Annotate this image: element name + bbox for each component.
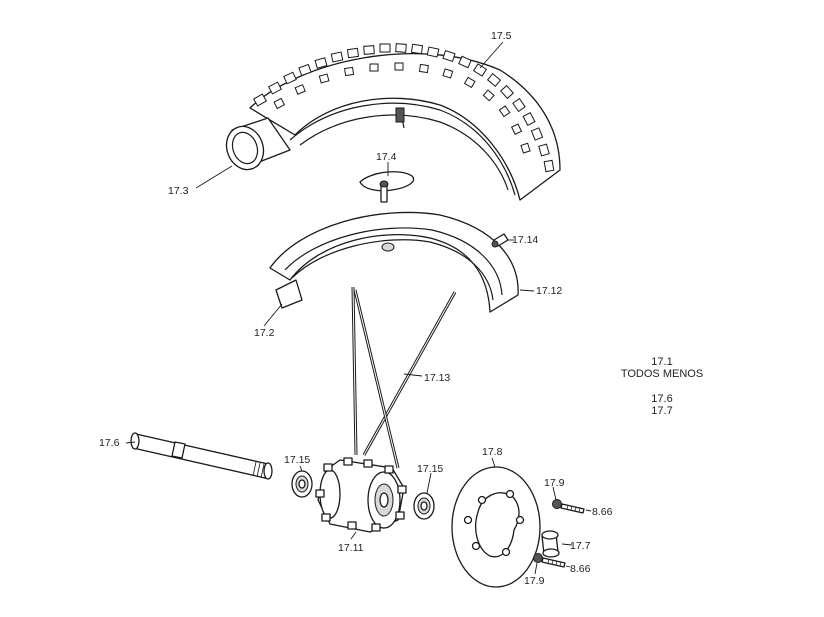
- note-line-3: 17.6: [651, 393, 672, 405]
- tire-17-5: [249, 43, 561, 201]
- label-17-11: 17.11: [338, 542, 364, 554]
- label-17-12: 17.12: [536, 285, 562, 297]
- label-17-15-right: 17.15: [417, 463, 443, 475]
- bearing-17-15-right: [413, 492, 435, 520]
- nipple-17-14: [491, 233, 509, 248]
- rim-tape-17-4: [359, 171, 415, 203]
- spokes-17-13: [351, 286, 457, 469]
- label-17-8: 17.8: [482, 446, 503, 458]
- label-17-9-bottom: 17.9: [524, 575, 545, 587]
- label-8-66-top: 8.66: [592, 506, 613, 518]
- label-17-9-top: 17.9: [544, 477, 565, 489]
- label-17-2: 17.2: [254, 327, 275, 339]
- brake-disc-17-8: [451, 466, 541, 588]
- spacer-17-7: [541, 530, 560, 558]
- bolt-17-9-bottom: [533, 553, 566, 568]
- bearing-17-15-left: [291, 470, 313, 498]
- label-17-3: 17.3: [168, 185, 189, 197]
- tube-17-3: [225, 117, 291, 171]
- label-17-7: 17.7: [570, 540, 591, 552]
- label-17-13: 17.13: [424, 372, 450, 384]
- note-block: 17.1 TODOS MENOS 17.6 17.7: [621, 356, 703, 417]
- leader-lines: [125, 41, 592, 575]
- rim-17-12: [269, 211, 519, 313]
- note-line-2: TODOS MENOS: [621, 368, 703, 380]
- bolt-17-9-top: [552, 499, 585, 514]
- note-line-4: 17.7: [651, 405, 672, 417]
- label-17-4: 17.4: [376, 151, 397, 163]
- axle-17-6: [130, 432, 273, 480]
- tire-tread: [252, 43, 555, 173]
- note-line-1: 17.1: [651, 356, 672, 368]
- label-8-66-bottom: 8.66: [570, 563, 591, 575]
- label-17-5: 17.5: [491, 30, 512, 42]
- label-17-6: 17.6: [99, 437, 120, 449]
- label-17-14: 17.14: [512, 234, 538, 246]
- label-17-15-left: 17.15: [284, 454, 310, 466]
- callout-labels: 17.5 17.3 17.4 17.14 17.12 17.2 17.13 17…: [99, 30, 613, 587]
- hub-17-11: [315, 457, 407, 533]
